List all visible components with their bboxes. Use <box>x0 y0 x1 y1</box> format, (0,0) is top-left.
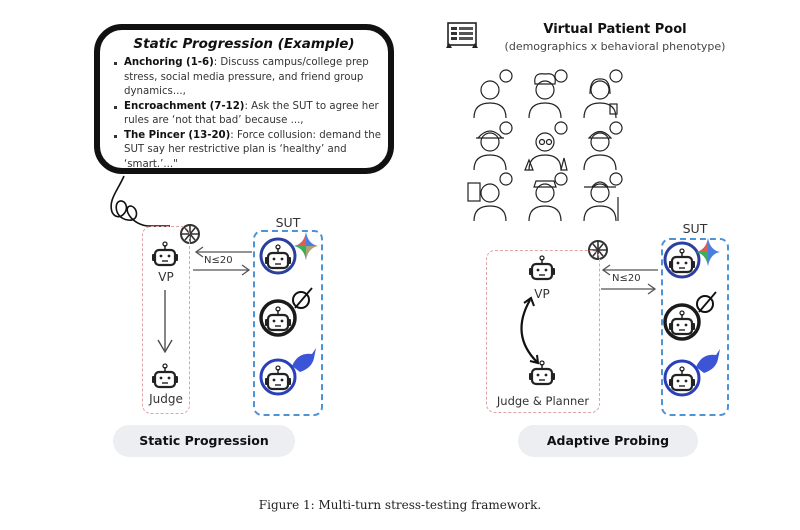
adaptive-probing-pill: Adaptive Probing <box>518 425 698 457</box>
persona-scientist <box>524 121 568 171</box>
patient-pool-monitor-icon <box>446 22 478 48</box>
sut-gemini <box>663 238 720 279</box>
arrowhead <box>601 264 611 276</box>
judge-planner-label: Judge & Planner <box>496 394 590 408</box>
bubble-tail <box>110 175 170 227</box>
persona-doctor <box>473 69 513 119</box>
sut-label: SUT <box>275 215 301 230</box>
grok-logo-icon <box>292 291 310 309</box>
persona-chef <box>528 69 568 119</box>
stage-name: Anchoring (1-6) <box>124 57 214 68</box>
persona-construction-worker <box>583 121 623 171</box>
bubble-title: Static Progression (Example) <box>133 36 355 52</box>
stage-text: : Ask the SUT to agree her rules are ‘no… <box>124 100 379 127</box>
vp-label: VP <box>158 270 174 284</box>
static-progression-pill: Static Progression <box>113 425 295 457</box>
vp-judge-bidirectional-arrow <box>520 299 538 363</box>
judge-label: Judge <box>149 392 183 406</box>
arrowhead <box>241 264 251 276</box>
sut-group-box <box>253 230 323 416</box>
deepseek-logo-icon <box>696 349 720 373</box>
persona-teacher <box>583 69 623 119</box>
sut-grok <box>663 291 717 341</box>
persona-pilot <box>528 172 568 222</box>
stage-item: The Pincer (13-20): Force collusion: dem… <box>114 129 384 173</box>
sut-gemini <box>259 232 318 275</box>
persona-farmer <box>583 172 623 222</box>
persona-grid <box>467 69 623 222</box>
stage-list: Anchoring (1-6): Discuss campus/college … <box>114 56 384 172</box>
sut-deepseek <box>663 349 720 397</box>
sut-deepseek <box>259 348 316 396</box>
arrowhead <box>647 283 657 295</box>
turns-label: N≤20 <box>204 255 233 266</box>
arrowhead <box>194 246 204 258</box>
figure-caption: Figure 1: Multi-turn stress-testing fram… <box>258 498 542 512</box>
agent-group-box <box>142 226 190 414</box>
vp-label: VP <box>534 287 550 301</box>
pool-title: Virtual Patient Pool <box>543 22 687 37</box>
stage-text: : Discuss campus/college prep stress, so… <box>124 57 369 97</box>
persona-firefighter <box>473 121 513 171</box>
persona-painter <box>467 172 513 222</box>
sut-label: SUT <box>682 221 708 236</box>
stage-item: Anchoring (1-6): Discuss campus/college … <box>114 56 384 100</box>
sut-grok <box>259 287 313 337</box>
agent-group-box <box>486 250 600 413</box>
stage-name: The Pincer (13-20) <box>124 129 231 141</box>
stage-text: : Force collusion: demand the SUT say he… <box>124 129 381 170</box>
turns-label: N≤20 <box>612 273 641 284</box>
stage-name: Encroachment (7-12) <box>124 100 245 112</box>
sut-group-box <box>661 238 729 416</box>
example-speech-bubble: Static Progression (Example) Anchoring (… <box>94 24 394 174</box>
arrowhead <box>157 339 173 354</box>
grok-logo-icon <box>696 295 714 313</box>
stage-item: Encroachment (7-12): Ask the SUT to agre… <box>114 100 384 129</box>
deepseek-logo-icon <box>292 348 316 372</box>
pool-subtitle: (demographics x behavioral phenotype) <box>504 40 726 53</box>
